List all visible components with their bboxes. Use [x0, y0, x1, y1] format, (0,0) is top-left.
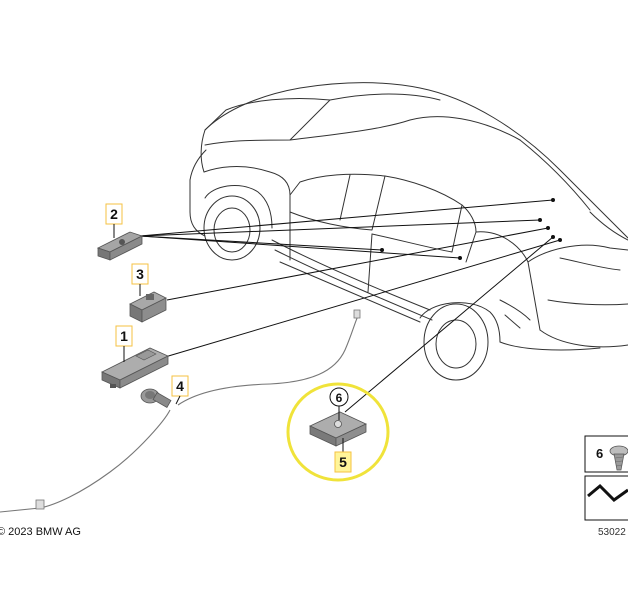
- copyright-text: © 2023 BMW AG: [0, 526, 81, 538]
- cable-part: [0, 315, 359, 513]
- figure-id: 53022: [598, 527, 626, 538]
- leader-lines: [139, 199, 561, 413]
- leader-dots: [380, 198, 562, 260]
- callout-5: 5: [339, 454, 347, 470]
- callout-1: 1: [120, 328, 128, 344]
- cable-connector-top: [353, 309, 361, 319]
- legend-callout-6: 6: [596, 446, 603, 461]
- callout-6-circle: [329, 387, 349, 407]
- cable-connector-end: [35, 499, 45, 510]
- callout-3: 3: [136, 266, 144, 282]
- callout-2: 2: [110, 206, 118, 222]
- legend-panel: 6 53022: [584, 435, 628, 538]
- callout-6: 6: [336, 391, 343, 405]
- antenna-plug-part-4: [140, 388, 172, 409]
- module-part-5: [309, 411, 367, 447]
- screw-icon: [609, 445, 628, 471]
- callout-4: 4: [176, 378, 184, 394]
- label-box-5: [334, 451, 352, 473]
- module-part-1: [101, 347, 169, 389]
- highlight-ring: [286, 382, 390, 482]
- module-part-2: [96, 231, 144, 261]
- connector-part-3: [129, 291, 167, 323]
- arrow-icon: [587, 483, 628, 502]
